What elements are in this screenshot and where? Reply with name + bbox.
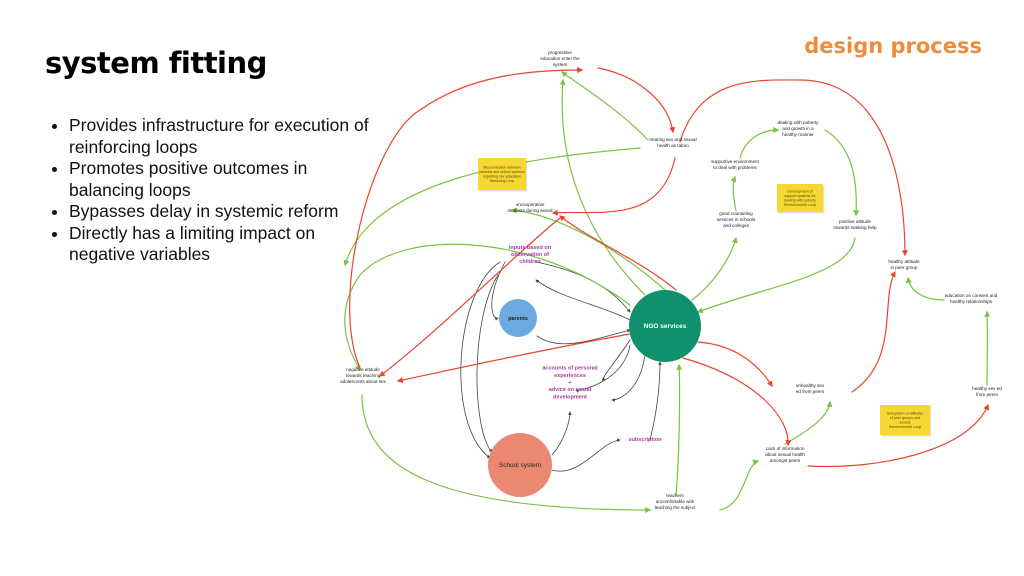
bullet-item: Promotes positive outcomes in balancing … [69,158,369,201]
arrow-connector [361,394,652,513]
arrow-connector [575,344,631,393]
bullet-item: Provides infrastructure for execution of… [69,115,369,158]
arrow-connector [784,400,833,445]
arrow-connector [344,243,631,372]
section-tag: design process [804,34,982,58]
arrow-connector [561,71,649,141]
arrow-connector [649,361,662,441]
node-label: NGO services [644,323,687,330]
arrow-connector [535,261,631,313]
arrow-connector [396,333,631,383]
arrow-connector [679,79,908,257]
arrow-connector [719,459,760,511]
arrow-connector [601,339,631,381]
arrow-connector [691,236,738,301]
arrow-connector [536,328,631,345]
arrow-connector [905,276,945,301]
node-subscription: subscription [628,437,662,443]
arrow-connector [824,129,860,217]
arrow-connector [611,354,646,402]
arrow-connector [851,270,896,393]
arrow-connector [559,215,677,291]
arrow-connector [807,403,989,468]
arrow-connector [559,78,646,296]
arrow-connector [696,237,856,314]
arrow-connector [349,67,584,369]
arrow-connector [697,341,773,388]
arrow-connector [597,67,676,134]
arrow-connector [730,175,737,212]
node-school: School system [488,433,552,497]
arrow-connector [491,261,506,321]
arrow-connector [343,147,641,267]
node-ngo: NGO services [629,290,701,362]
arrow-connector [535,279,631,321]
arrow-connector [379,217,561,377]
slide-title: system fitting [45,46,267,80]
arrow-connector [739,127,780,159]
arrow-connector [476,274,499,453]
arrow-connector [551,411,572,456]
node-label: School system [499,462,541,469]
arrow-connector [510,207,666,291]
arrow-connector [460,261,501,459]
arrow-connector [551,157,676,216]
arrow-connector [682,357,792,447]
node-circle [488,433,552,497]
node-label: parents [508,316,528,322]
node-parents: parents [499,299,537,337]
node-circle [629,290,701,362]
arrow-connector [675,363,683,496]
arrow-connector [551,438,621,472]
bullet-item: Bypasses delay in systemic reform [69,201,369,223]
bullet-item: Directly has a limiting impact on negati… [69,223,369,266]
bullet-list: Provides infrastructure for execution of… [47,115,369,266]
node-circle [499,299,537,337]
